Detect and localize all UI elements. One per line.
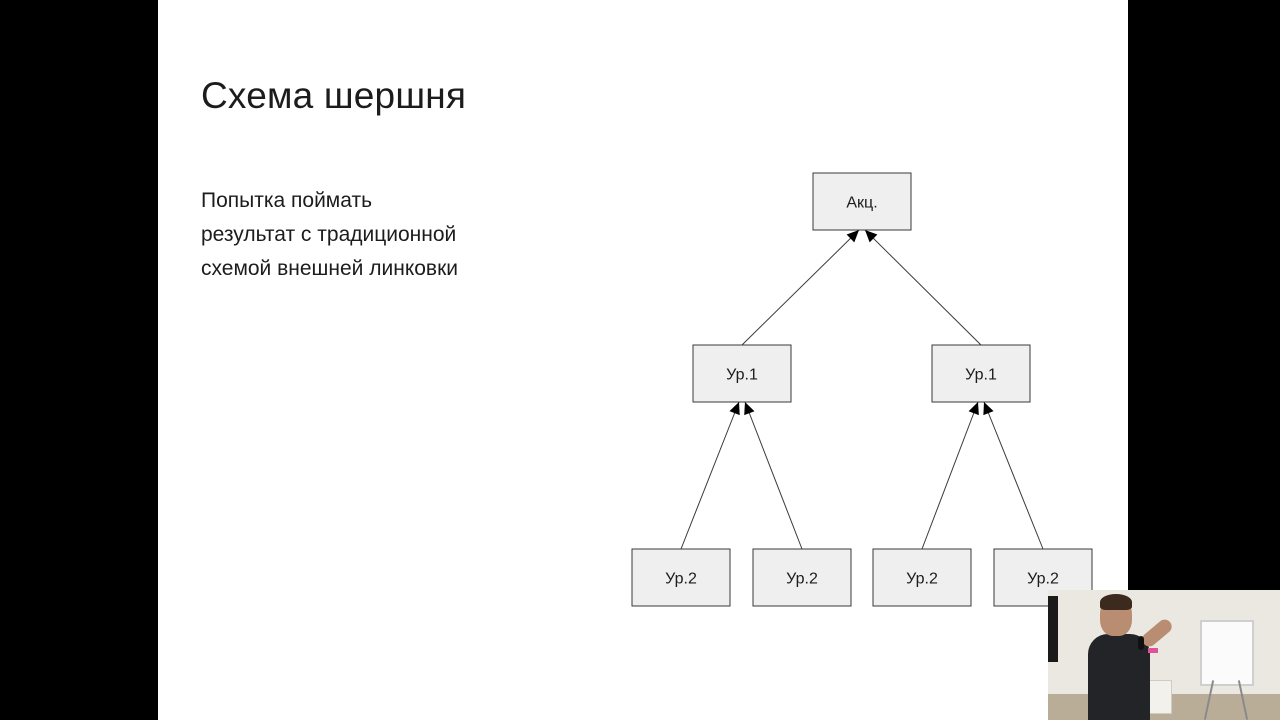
diagram-node-l1b: Ур.1 (931, 344, 1031, 403)
node-box (812, 172, 912, 231)
edge-l2b-to-l1a (744, 401, 803, 550)
node-label: Ур.2 (786, 571, 818, 588)
microphone-icon (1138, 636, 1144, 650)
arrowhead-icon (983, 402, 994, 416)
slide-body-text: Попытка поймать результат с традиционной… (201, 184, 531, 286)
edge-l2d-to-l1b (983, 401, 1044, 550)
node-label: Ур.2 (906, 571, 938, 588)
diagram-node-l1a: Ур.1 (692, 344, 792, 403)
node-label: Акц. (846, 195, 877, 212)
node-label: Ур.2 (1027, 571, 1059, 588)
arrowhead-icon (729, 402, 740, 416)
node-box (872, 548, 972, 607)
diagram-edges (680, 229, 1044, 550)
diagram-node-acc: Акц. (812, 172, 912, 231)
speaker-webcam-inset (1048, 590, 1280, 720)
arrowhead-icon (744, 402, 755, 416)
node-label: Ур.1 (965, 367, 997, 384)
edge-l1a-to-acc (741, 229, 860, 346)
speaker-hair (1100, 594, 1132, 610)
node-box (752, 548, 852, 607)
diagram-nodes: Акц. Ур.1 Ур.1Ур.2 Ур.2 Ур.2 Ур.2 (631, 172, 1093, 607)
arrowhead-icon (865, 230, 878, 243)
body-line-3: схемой внешней линковки (201, 257, 459, 280)
presentation-slide: Схема шершня Попытка поймать результат с… (158, 0, 1128, 720)
webcam-screen (1048, 596, 1058, 662)
edge-l2c-to-l1b (921, 401, 979, 550)
speaker-badge (1148, 648, 1158, 653)
edge-l2a-to-l1a (680, 401, 740, 550)
diagram-node-l2b: Ур.2 (752, 548, 852, 607)
edge-l1b-to-acc (864, 229, 982, 346)
node-label: Ур.1 (726, 367, 758, 384)
slide-title: Схема шершня (201, 75, 467, 116)
arrowhead-icon (846, 230, 859, 243)
link-scheme-diagram: Акц. Ур.1 Ур.1Ур.2 Ур.2 Ур.2 Ур.2 (631, 172, 1093, 607)
arrowhead-icon (968, 402, 979, 416)
body-line-2: результат с традиционной (201, 223, 457, 246)
node-box (931, 344, 1031, 403)
webcam-flipchart (1200, 620, 1254, 686)
node-box (692, 344, 792, 403)
node-label: Ур.2 (665, 571, 697, 588)
diagram-node-l2a: Ур.2 (631, 548, 731, 607)
node-box (631, 548, 731, 607)
diagram-node-l2c: Ур.2 (872, 548, 972, 607)
body-line-1: Попытка поймать (201, 189, 373, 212)
